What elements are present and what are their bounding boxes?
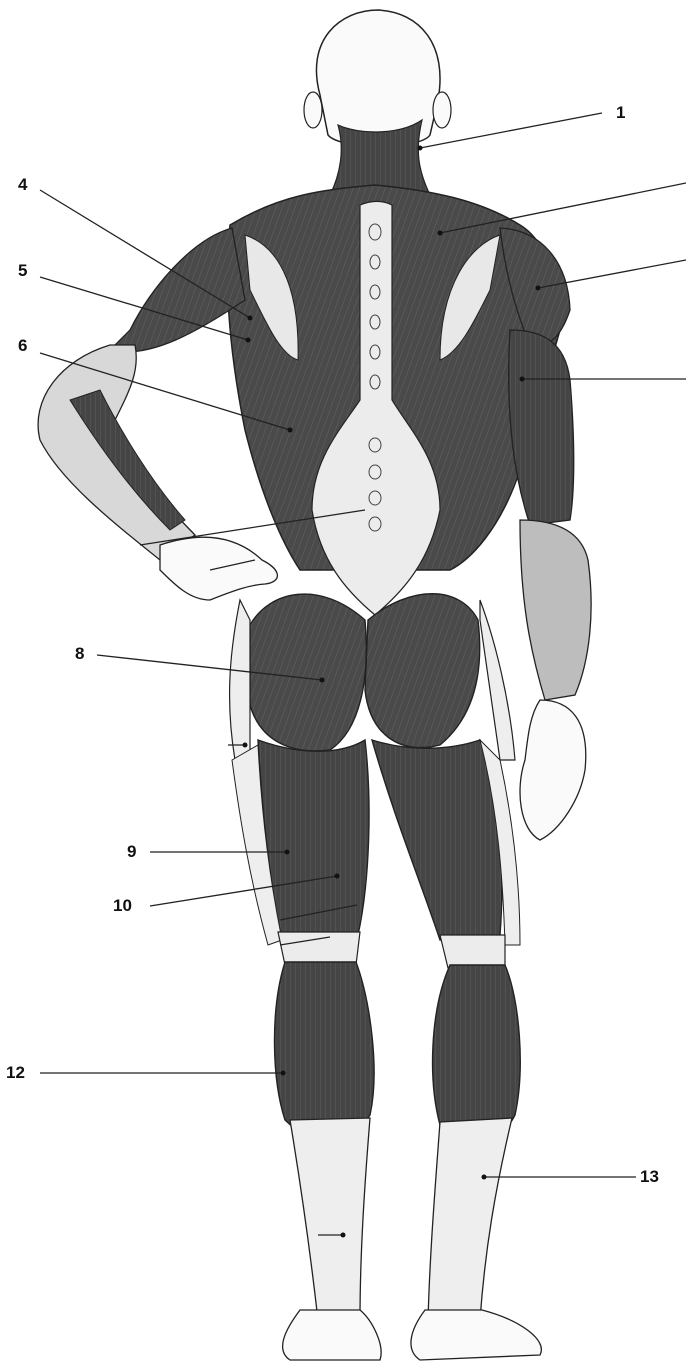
label-9: 9 (127, 842, 136, 862)
foot-left (283, 1310, 382, 1360)
ear-right (433, 92, 451, 128)
right-hand (520, 700, 586, 840)
gluteus-right (365, 594, 480, 748)
label-13: 13 (640, 1167, 659, 1187)
foot-right (411, 1310, 541, 1360)
knee-right (440, 935, 505, 968)
right-forearm (520, 520, 591, 700)
label-8: 8 (75, 644, 84, 664)
calf-left (274, 962, 374, 1138)
label-6: 6 (18, 336, 27, 356)
lower-leg-left (290, 1118, 370, 1320)
head (316, 10, 440, 146)
label-1: 1 (616, 103, 625, 123)
knee-left (278, 932, 360, 965)
right-upper-arm (509, 330, 574, 525)
label-4: 4 (18, 175, 27, 195)
thigh-right (372, 740, 502, 940)
label-10: 10 (113, 896, 132, 916)
calf-right (433, 965, 521, 1141)
label-5: 5 (18, 261, 27, 281)
label-12: 12 (6, 1063, 25, 1083)
ear-left (304, 92, 322, 128)
lower-leg-right (428, 1118, 512, 1320)
gluteus-left (250, 594, 366, 751)
